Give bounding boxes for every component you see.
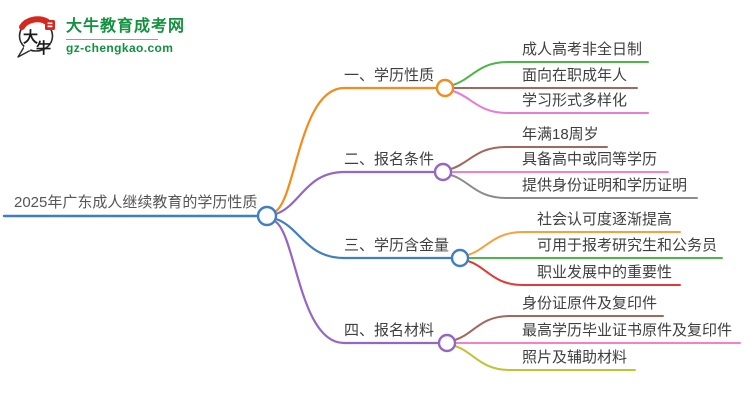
logo-char-da: 大: [23, 28, 38, 46]
branch-1-child-1: 成人高考非全日制: [522, 41, 643, 58]
logo-title: 大牛教育成考网: [66, 18, 186, 35]
branch-4-child-2: 最高学历毕业证书原件及复印件: [522, 322, 733, 339]
branch-1-child-1-line: [452, 61, 649, 86]
central-node-circle: [256, 205, 278, 227]
branch-2-child-1: 年满18周岁: [522, 126, 599, 143]
branch-2-child-3-line: [450, 174, 698, 199]
site-logo[interactable]: 大 牛 大牛教育成考网 gz-chengkao.com: [14, 12, 185, 60]
central-topic: 2025年广东成人继续教育的学历性质: [14, 194, 258, 211]
branch-3-label: 三、学历含金量: [344, 237, 450, 254]
branch-1-child-3-line: [452, 90, 649, 114]
branch-2-node-circle: [433, 162, 453, 182]
branch-3-child-1: 社会认可度逐渐提高: [537, 211, 673, 228]
branch-3-child-3: 职业发展中的重要性: [537, 264, 673, 281]
logo-red-arc: [19, 16, 50, 30]
branch-3-node-circle: [450, 248, 470, 268]
logo-char-niu: 牛: [36, 39, 51, 57]
branch-4-trunk-line: [274, 220, 441, 345]
branch-1-trunk-line: [274, 86, 439, 213]
branch-2-child-2: 具备高中或同等学历: [522, 151, 658, 168]
branch-4-child-1-line: [454, 315, 664, 341]
branch-3-child-1-line: [467, 231, 681, 256]
branch-4-child-3: 照片及辅助材料: [522, 349, 628, 366]
logo-text-block: 大牛教育成考网 gz-chengkao.com: [66, 17, 185, 55]
branch-2-child-1-line: [450, 146, 608, 170]
branch-3-child-3-line: [467, 260, 681, 286]
branch-1-child-2: 面向在职成年人: [522, 67, 628, 84]
branch-2-label: 二、报名条件: [344, 151, 435, 168]
branch-3-child-2: 可用于报考研究生和公务员: [537, 237, 718, 254]
logo-domain: gz-chengkao.com: [66, 41, 174, 55]
branch-2-trunk-line: [274, 170, 437, 216]
branch-2-child-3: 提供身份证明和学历证明: [522, 177, 688, 194]
branch-4-child-3-line: [454, 345, 636, 371]
branch-1-label: 一、学历性质: [344, 67, 435, 84]
daniu-logo-icon: 大 牛: [17, 16, 55, 58]
branch-4-child-1: 身份证原件及复印件: [522, 295, 658, 312]
branch-4-node-circle: [437, 333, 457, 353]
logo-seal: [45, 20, 55, 30]
logo-divider: [66, 39, 158, 40]
branch-1-child-3: 学习形式多样化: [522, 92, 628, 109]
branch-1-node-circle: [435, 78, 455, 98]
branch-4-label: 四、报名材料: [344, 322, 435, 339]
branch-3-trunk-line: [274, 217, 454, 260]
